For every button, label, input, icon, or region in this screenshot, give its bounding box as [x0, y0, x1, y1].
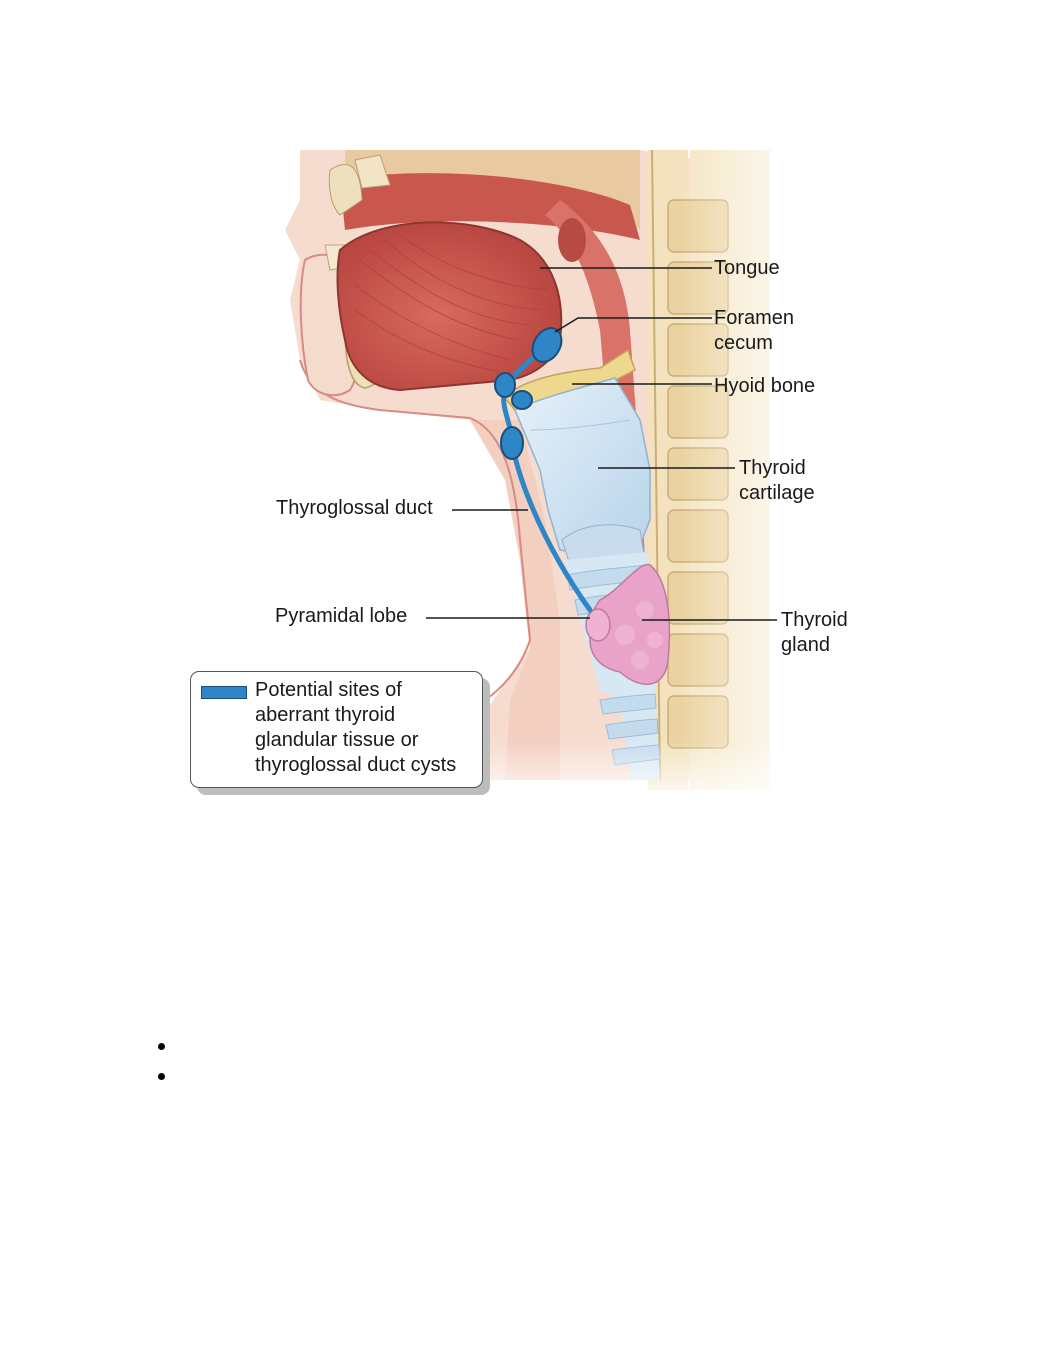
thyroglossal-duct	[494, 327, 593, 613]
bullet-dot	[158, 1073, 165, 1080]
label-hyoid-bone: Hyoid bone	[714, 375, 816, 397]
label-thyroglossal-duct: Thyroglossal duct	[276, 497, 433, 519]
legend-text: Potential sites of aberrant thyroid glan…	[255, 679, 457, 776]
bullet-list	[158, 1036, 758, 1096]
bullet-dot	[158, 1043, 165, 1050]
label-thyroid-cartilage: Thyroid cartilage	[739, 457, 815, 504]
thyroid-gland	[588, 563, 671, 685]
list-item	[158, 1066, 758, 1096]
leader-lines	[426, 267, 777, 621]
pyramidal-lobe	[585, 608, 611, 642]
list-item	[158, 1036, 758, 1066]
label-foramen-cecum: Foramen cecum	[714, 307, 795, 354]
legend-swatch	[201, 686, 247, 699]
legend: Potential sites of aberrant thyroid glan…	[190, 671, 483, 788]
label-tongue: Tongue	[714, 257, 780, 279]
label-thyroid-gland: Thyroid gland	[781, 609, 848, 656]
anatomy-illustration	[280, 140, 840, 810]
label-pyramidal-lobe: Pyramidal lobe	[275, 605, 408, 627]
